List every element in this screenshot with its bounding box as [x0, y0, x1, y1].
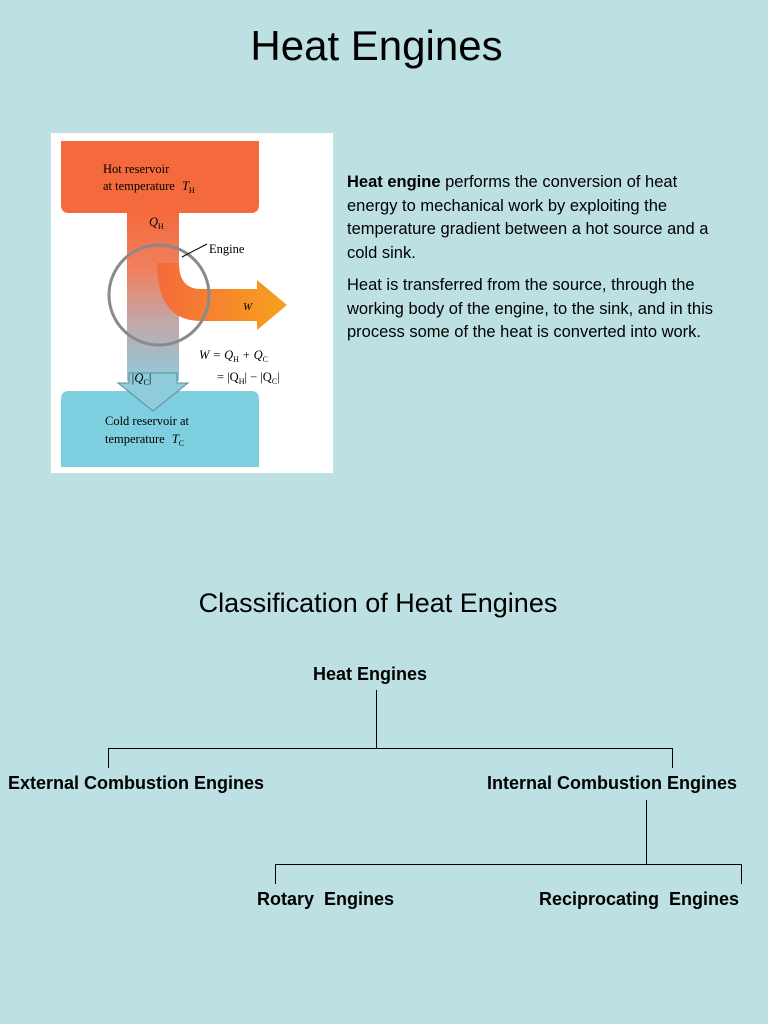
page-title: Heat Engines: [250, 22, 503, 69]
svg-text:Cold reservoir at: Cold reservoir at: [105, 414, 190, 428]
heat-engine-diagram: Hot reservoir at temperature TH QH Engin…: [51, 133, 333, 473]
svg-text:W = QH + QC: W = QH + QC: [199, 348, 268, 364]
cold-reservoir: [61, 391, 259, 467]
svg-text:= |QH| − |QC|: = |QH| − |QC|: [217, 370, 280, 386]
tree-node-rotary: Rotary Engines: [257, 889, 395, 909]
engine-circle: [107, 243, 211, 347]
description-text: Heat engine performs the conversion of h…: [347, 171, 731, 354]
tree-connector: [376, 690, 377, 748]
tree-connector: [275, 864, 276, 884]
work-arrow: [157, 263, 287, 330]
description-paragraph-2: Heat is transferred from the source, thr…: [347, 276, 713, 341]
heat-rejected-arrow: [116, 372, 190, 412]
heat-engine-term: Heat engine: [347, 173, 441, 191]
svg-text:QH: QH: [149, 215, 164, 231]
engine-label: Engine: [209, 242, 245, 256]
tree-connector: [741, 864, 742, 884]
svg-text:temperature TC: temperature TC: [105, 432, 184, 448]
tree-node-external: External Combustion Engines: [8, 773, 265, 793]
tree-connector: [646, 800, 647, 864]
tree-connector: [275, 864, 742, 865]
tree-connector: [108, 748, 109, 768]
svg-text:|QC|: |QC|: [131, 371, 151, 387]
tree-node-reciprocating: Reciprocating Engines: [539, 889, 740, 909]
classification-title: Classification of Heat Engines: [198, 588, 558, 618]
work-label: W: [243, 301, 253, 313]
svg-text:Hot reservoir: Hot reservoir: [103, 162, 170, 176]
tree-root: Heat Engines: [313, 664, 428, 684]
svg-text:at temperature TH: at temperature TH: [103, 179, 195, 195]
tree-connector: [108, 748, 673, 749]
description-paragraph-1: Heat engine performs the conversion of h…: [347, 173, 709, 262]
hot-reservoir: [61, 141, 259, 213]
tree-node-internal: Internal Combustion Engines: [487, 773, 738, 793]
tree-connector: [672, 748, 673, 768]
